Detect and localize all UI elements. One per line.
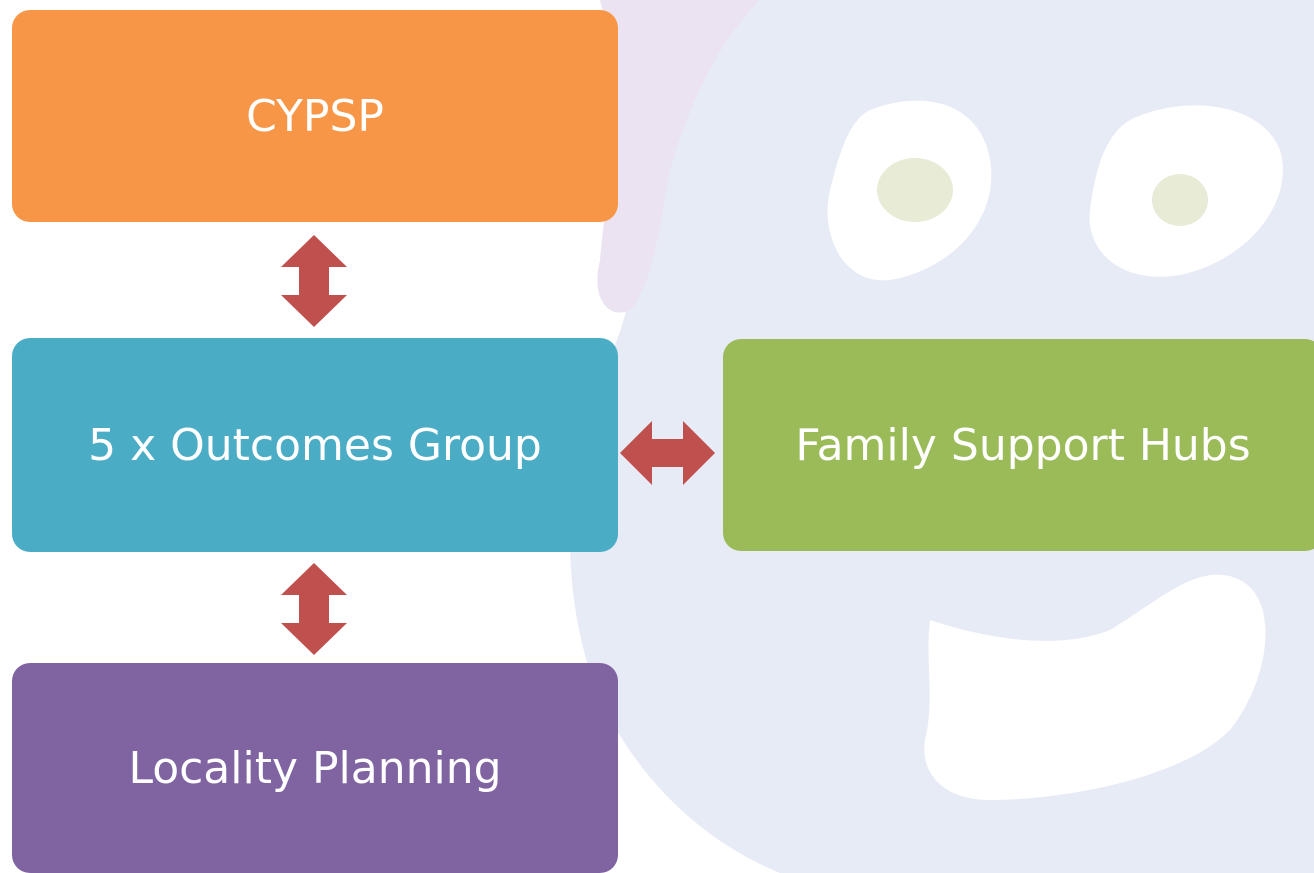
- node-label: 5 x Outcomes Group: [88, 419, 542, 471]
- node-label: Locality Planning: [128, 742, 502, 794]
- double-arrow-icon: [281, 563, 347, 655]
- hair-shape: [597, 0, 760, 313]
- left-pupil-shape: [877, 158, 953, 222]
- double-arrow-icon: [281, 235, 347, 327]
- connector-outcomes-hubs: [620, 421, 715, 485]
- node-label: CYPSP: [246, 90, 384, 142]
- connector-outcomes-locality: [281, 563, 347, 655]
- node-locality-planning: Locality Planning: [12, 663, 618, 873]
- connector-cypsp-outcomes: [281, 235, 347, 327]
- node-label: Family Support Hubs: [795, 419, 1251, 471]
- node-outcomes-group: 5 x Outcomes Group: [12, 338, 618, 552]
- node-family-support-hubs: Family Support Hubs: [723, 339, 1314, 551]
- node-cypsp: CYPSP: [12, 10, 618, 222]
- double-arrow-icon: [620, 421, 715, 485]
- mouth-shape: [924, 574, 1266, 800]
- right-pupil-shape: [1152, 174, 1208, 226]
